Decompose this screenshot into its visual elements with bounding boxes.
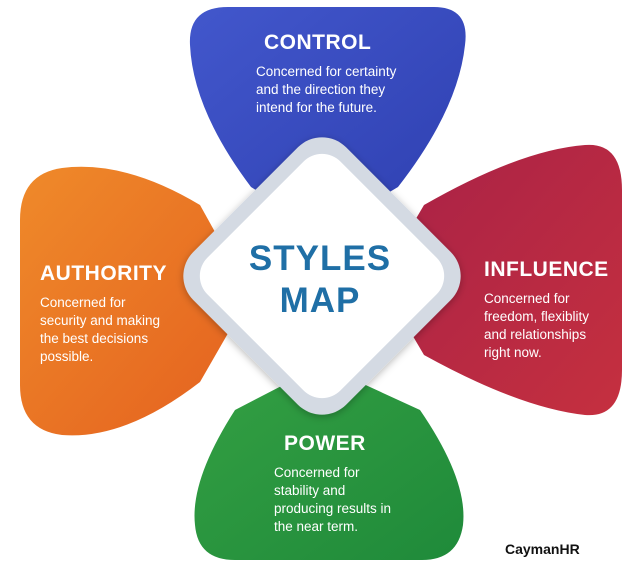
power-text: POWER Concerned for stability and produc… <box>274 433 454 536</box>
center-label-line2: MAP <box>279 281 361 320</box>
influence-description: Concerned for freedom, flexiblity and re… <box>484 291 590 360</box>
influence-title: INFLUENCE <box>484 258 609 281</box>
authority-description: Concerned for security and making the be… <box>40 295 161 364</box>
control-title: CONTROL <box>264 31 372 54</box>
power-petal <box>194 365 464 560</box>
influence-text: INFLUENCE Concerned for freedom, flexibl… <box>484 259 624 362</box>
control-petal <box>189 7 466 232</box>
control-text: CONTROL Concerned for certainty and the … <box>256 32 456 117</box>
brand-logo-text: CaymanHR <box>505 541 580 557</box>
influence-petal <box>380 144 622 416</box>
center-diamond <box>183 137 461 415</box>
center-label-line1: STYLES <box>248 239 392 278</box>
authority-title: AUTHORITY <box>40 262 167 285</box>
power-description: Concerned for stability and producing re… <box>274 465 392 534</box>
authority-text: AUTHORITY Concerned for security and mak… <box>40 263 210 366</box>
power-title: POWER <box>284 432 366 455</box>
authority-petal <box>20 166 250 436</box>
control-description: Concerned for certainty and the directio… <box>256 64 397 115</box>
center-label: STYLES MAP <box>220 238 420 322</box>
